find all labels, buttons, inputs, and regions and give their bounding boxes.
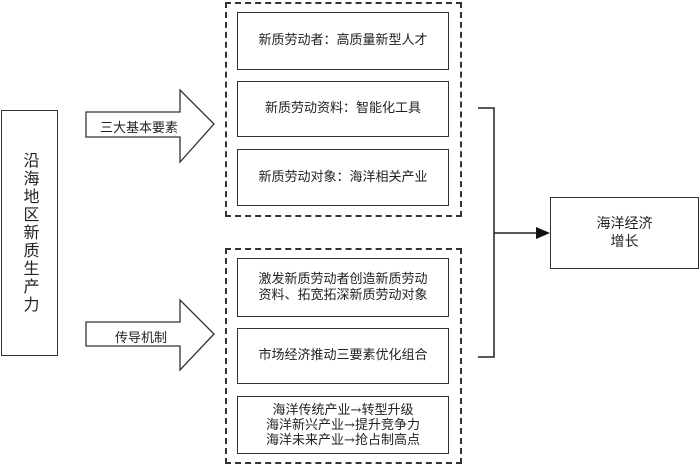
mechanism-box-industries: 海洋传统产业→转型升级 海洋新兴产业→提升竞争力 海洋未来产业→抢占制高点 [237,396,449,454]
element-box-means: 新质劳动资料：智能化工具 [237,81,449,137]
element-text-object: 新质劳动对象：海洋相关产业 [258,169,428,185]
target-line: 增长 [610,234,639,250]
mechanism-box-stimulate: 激发新质劳动者创造新质劳动 资料、拓宽拓深新质劳动对象 [237,258,449,317]
elements-group [225,2,462,217]
source-box: 沿海地区新质生产力 [1,110,58,356]
element-box-labor: 新质劳动者：高质量新型人才 [237,12,449,70]
bracket-connector [478,107,495,358]
element-text-labor: 新质劳动者：高质量新型人才 [258,33,428,48]
arrowhead-to-growth [536,227,550,239]
mechanism-line: 市场经济推动三要素优化组合 [258,348,428,363]
target-box: 海洋经济 增长 [550,197,699,269]
mechanism-line: 海洋传统产业→转型升级 [272,402,414,418]
arrow-label-transmission: 传导机制 [115,331,168,346]
arrow-three-elements [85,88,215,164]
element-text-means: 新质劳动资料：智能化工具 [264,101,421,116]
element-box-object: 新质劳动对象：海洋相关产业 [237,149,449,206]
arrow-transmission [85,298,215,372]
target-line: 海洋经济 [596,216,653,232]
source-label: 沿海地区新质生产力 [20,152,40,314]
mechanism-box-market: 市场经济推动三要素优化组合 [237,328,449,384]
mechanism-line: 海洋未来产业→抢占制高点 [266,432,420,448]
mechanism-line: 激发新质劳动者创造新质劳动 [258,271,428,287]
mechanism-line: 海洋新兴产业→提升竞争力 [266,417,420,433]
mechanism-group [225,248,462,464]
arrow-label-three-elements: 三大基本要素 [100,121,179,136]
mechanism-line: 资料、拓宽拓深新质劳动对象 [258,287,428,303]
